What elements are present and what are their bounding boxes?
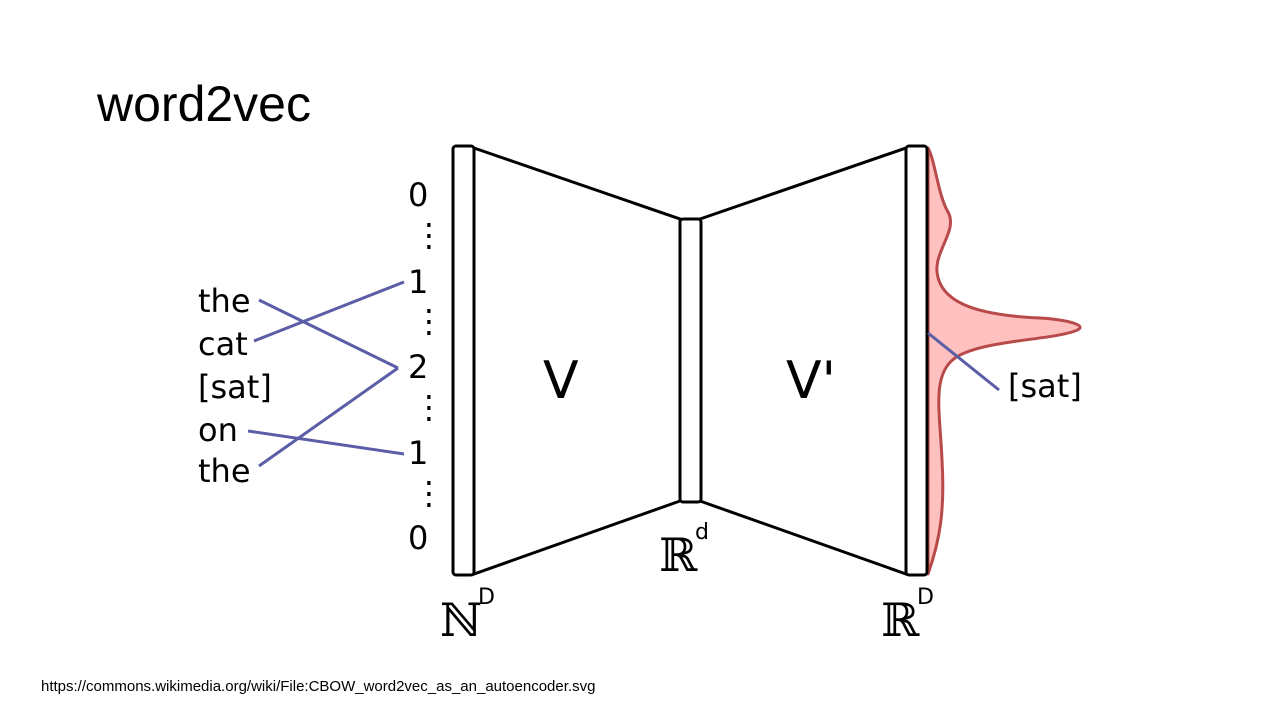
context-word: cat <box>198 325 248 363</box>
vector-value: 0 <box>408 176 428 214</box>
encoder-matrix-label: V <box>543 351 579 411</box>
output-space-symbol: ℝ <box>881 593 920 647</box>
hidden-space-exponent: d <box>695 520 709 545</box>
context-word: the <box>198 452 251 490</box>
context-connectors <box>247 280 1000 468</box>
vector-value: 1 <box>408 263 428 301</box>
context-word: on <box>198 411 238 449</box>
input-vector: 0 ⋮ 1 ⋮ 2 ⋮ 1 ⋮ 0 <box>408 176 445 557</box>
input-layer-bar <box>451 144 476 577</box>
output-layer-bar <box>904 144 929 577</box>
source-link[interactable]: https://commons.wikimedia.org/wiki/File:… <box>41 678 596 695</box>
connector-on <box>247 429 405 456</box>
slide-title: word2vec <box>97 76 311 132</box>
vector-ellipsis: ⋮ <box>413 388 445 426</box>
context-word: [sat] <box>198 368 272 406</box>
input-space-exponent: D <box>478 585 495 610</box>
context-words: the cat [sat] on the <box>198 282 272 490</box>
decoder-matrix-label: V' <box>786 351 836 411</box>
vector-ellipsis: ⋮ <box>413 216 445 254</box>
vector-value: 2 <box>408 348 428 386</box>
connector-the-1 <box>258 298 399 370</box>
context-word: the <box>198 282 251 320</box>
vector-value: 0 <box>408 519 428 557</box>
output-space-exponent: D <box>917 585 934 610</box>
input-space-symbol: ℕ <box>440 593 482 647</box>
hidden-layer-bar <box>678 217 703 504</box>
output-word: [sat] <box>1008 367 1082 405</box>
output-distribution-curve <box>926 146 1082 576</box>
connector-cat <box>253 280 405 343</box>
vector-ellipsis: ⋮ <box>413 302 445 340</box>
vector-value: 1 <box>408 434 428 472</box>
connector-output-sat <box>927 331 1000 392</box>
connector-the-2 <box>258 366 399 468</box>
hidden-space-symbol: ℝ <box>659 528 698 582</box>
vector-ellipsis: ⋮ <box>413 474 445 512</box>
